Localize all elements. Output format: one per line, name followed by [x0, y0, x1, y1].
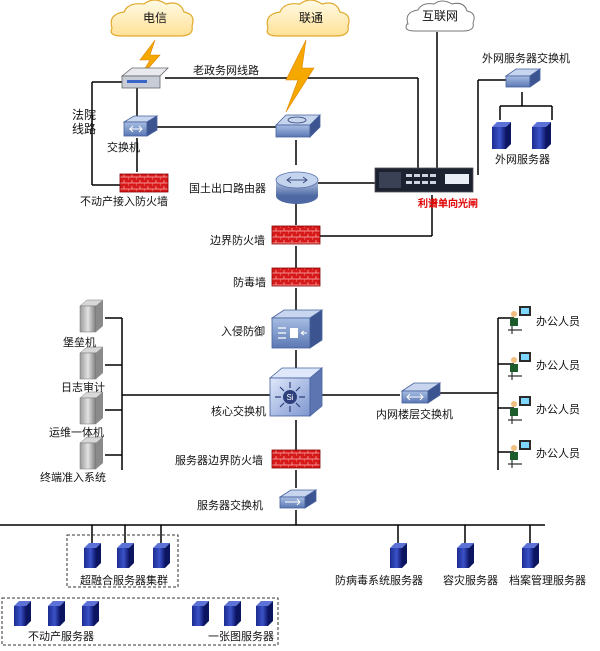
old-gov-line-label: 老政务网线路 — [193, 64, 259, 77]
server-firewall-icon — [271, 449, 321, 469]
bastion-host-icon — [79, 299, 104, 333]
log-audit-icon — [79, 346, 104, 380]
office-worker-icon-4 — [508, 440, 531, 468]
antivirus-wall-icon — [271, 267, 321, 287]
server-switch-icon — [278, 489, 318, 509]
nac-system-icon — [79, 436, 104, 470]
realty-server-icon-2 — [48, 601, 65, 626]
telecom-cloud — [110, 0, 194, 37]
realty-map-group-box — [1, 597, 279, 646]
antivirus-server-label: 防病毒系统服务器 — [335, 574, 423, 587]
dr-server-icon — [457, 543, 474, 568]
server-switch-label: 服务器交换机 — [197, 499, 263, 512]
archive-server-label: 档案管理服务器 — [509, 574, 586, 587]
border-router-icon — [275, 171, 319, 204]
cluster-server-icon-1 — [84, 543, 101, 568]
cluster-label: 超融合服务器集群 — [80, 574, 168, 587]
building-switch-label: 内网楼层交换机 — [376, 408, 453, 421]
cluster-group-box — [66, 534, 179, 588]
court-line-label: 法院线路 — [72, 108, 97, 136]
unicom-label: 联通 — [298, 11, 323, 25]
gov-line-router-icon — [120, 67, 169, 89]
external-switch-label: 外网服务器交换机 — [482, 52, 570, 65]
ips-device-icon — [270, 309, 324, 349]
realty-server-label: 不动产服务器 — [28, 630, 94, 643]
switch-label: 交换机 — [107, 141, 140, 154]
optical-gate-icon — [374, 167, 474, 193]
office-worker-label-3: 办公人员 — [536, 403, 580, 416]
internet-label: 互联网 — [421, 9, 458, 23]
ops-appliance-icon — [79, 391, 104, 425]
external-server-icon-2 — [532, 122, 551, 149]
server-firewall-label: 服务器边界防火墙 — [175, 454, 263, 467]
office-worker-label-2: 办公人员 — [536, 359, 580, 372]
archive-server-icon — [522, 543, 539, 568]
svg-text:Si: Si — [286, 393, 293, 402]
telecom-label: 电信 — [142, 11, 167, 25]
border-firewall-label: 边界防火墙 — [210, 234, 265, 247]
unicom-switch-icon — [275, 114, 321, 138]
external-server-icon-1 — [492, 122, 511, 149]
antivirus-server-icon — [390, 543, 407, 568]
antivirus-wall-label: 防毒墙 — [233, 276, 266, 289]
building-switch-icon — [400, 382, 442, 404]
map-server-icon-1 — [192, 601, 209, 626]
cluster-server-icon-3 — [153, 543, 170, 568]
office-worker-label-4: 办公人员 — [536, 447, 580, 460]
border-firewall-icon — [271, 225, 321, 245]
external-servers-label: 外网服务器 — [495, 153, 550, 166]
map-server-icon-3 — [256, 601, 273, 626]
ops-appliance-label: 运维一体机 — [49, 426, 104, 439]
office-worker-icon-2 — [508, 352, 531, 380]
office-worker-label-1: 办公人员 — [536, 315, 580, 328]
core-switch-label: 核心交换机 — [211, 405, 266, 418]
external-switch-icon — [504, 68, 542, 88]
dr-server-label: 容灾服务器 — [443, 574, 498, 587]
realty-server-icon-1 — [14, 601, 31, 626]
office-worker-icon-3 — [508, 396, 531, 424]
unicom-cloud — [266, 0, 350, 37]
nac-label: 终端准入系统 — [40, 471, 106, 484]
office-worker-icon-1 — [508, 306, 531, 334]
realty-firewall-icon — [119, 173, 169, 193]
land-router-label: 国土出口路由器 — [189, 182, 266, 195]
unicom-lightning-icon — [285, 39, 315, 113]
core-switch-icon: Si — [268, 367, 324, 417]
realty-firewall-label: 不动产接入防火墙 — [80, 195, 168, 208]
switch-icon-left — [122, 115, 159, 137]
realty-server-icon-3 — [82, 601, 99, 626]
map-server-icon-2 — [224, 601, 241, 626]
bastion-label: 堡垒机 — [63, 336, 96, 349]
log-audit-label: 日志审计 — [61, 381, 105, 394]
map-server-label: 一张图服务器 — [208, 630, 274, 643]
internet-cloud — [405, 0, 475, 32]
cluster-server-icon-2 — [117, 543, 134, 568]
optical-gate-label: 利谱单向光闸 — [418, 199, 478, 210]
ips-label: 入侵防御 — [221, 325, 265, 338]
